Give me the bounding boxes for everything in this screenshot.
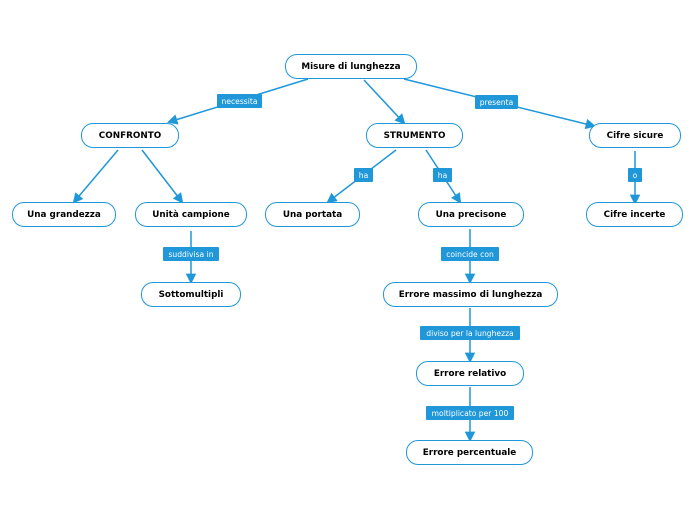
node-strumento[interactable]: STRUMENTO xyxy=(366,123,463,148)
edge-confronto-campione xyxy=(141,149,184,204)
node-una-grandezza[interactable]: Una grandezza xyxy=(12,202,116,227)
edge-label-presenta: presenta xyxy=(475,95,518,109)
node-root[interactable]: Misure di lunghezza xyxy=(285,54,417,79)
node-una-portata[interactable]: Una portata xyxy=(265,202,360,227)
node-cifre-sicure[interactable]: Cifre sicure xyxy=(589,123,681,148)
node-errore-percentuale[interactable]: Errore percentuale xyxy=(406,440,533,465)
edge-label-coincide-con: coincide con xyxy=(441,247,499,261)
edge-label-ha-precisione: ha xyxy=(433,168,452,182)
edge-label-o: o xyxy=(628,168,642,182)
edge-label-necessita: necessita xyxy=(217,94,262,108)
node-confronto[interactable]: CONFRONTO xyxy=(81,123,179,148)
edge-label-ha-portata: ha xyxy=(354,168,373,182)
edge-confronto-grandezza xyxy=(72,149,119,204)
edge-label-suddivisa-in: suddivisa in xyxy=(163,247,219,261)
node-errore-massimo[interactable]: Errore massimo di lunghezza xyxy=(383,282,558,307)
edge-label-diviso-per: diviso per la lunghezza xyxy=(420,326,520,340)
node-errore-relativo[interactable]: Errore relativo xyxy=(416,361,524,386)
edge-root-strumento xyxy=(363,79,406,125)
node-cifre-incerte[interactable]: Cifre incerte xyxy=(586,202,683,227)
node-una-precisone[interactable]: Una precisone xyxy=(418,202,524,227)
node-unita-campione[interactable]: Unità campione xyxy=(135,202,247,227)
edge-label-moltiplicato-per: moltiplicato per 100 xyxy=(426,406,514,420)
node-sottomultipli[interactable]: Sottomultipli xyxy=(141,282,241,307)
